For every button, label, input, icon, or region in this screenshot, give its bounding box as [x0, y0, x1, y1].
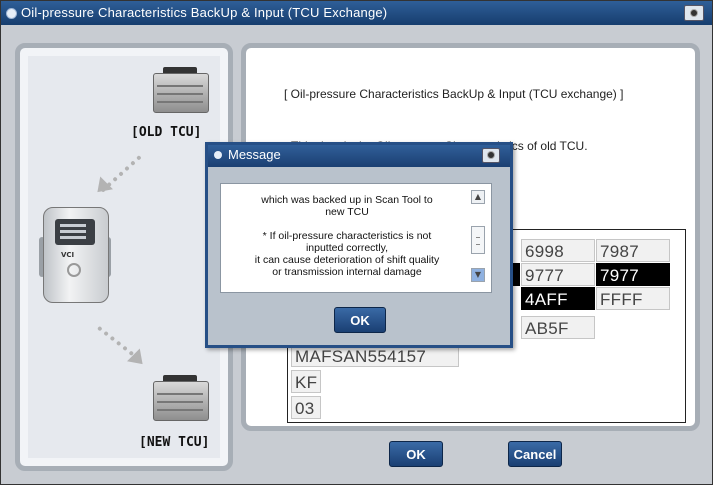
message-line: it can cause deterioration of shift qual…: [254, 254, 440, 266]
dialog-title: Message: [228, 147, 281, 162]
vci-label: VCI: [61, 251, 75, 259]
screenshot-camera-icon[interactable]: [482, 148, 500, 163]
screenshot-camera-icon[interactable]: [684, 5, 704, 21]
window-titlebar[interactable]: Oil-pressure Characteristics BackUp & In…: [1, 1, 712, 25]
dialog-ok-button[interactable]: OK: [334, 307, 386, 333]
data-cell: 7987: [596, 239, 670, 262]
message-dialog: Message which was backed up in Scan Tool…: [205, 142, 513, 348]
dialog-titlebar[interactable]: Message: [208, 145, 510, 167]
message-text: which was backed up in Scan Tool to new …: [227, 194, 467, 278]
window-menu-icon[interactable]: [6, 8, 17, 19]
data-cell-selected: 4AFF: [521, 287, 595, 310]
data-cell: AB5F: [521, 316, 595, 339]
new-tcu-label: [NEW TCU]: [139, 435, 210, 450]
message-line: inputted correctly,: [305, 242, 389, 254]
data-cell: FFFF: [596, 287, 670, 310]
message-line: which was backed up in Scan Tool to: [261, 194, 433, 206]
cancel-button[interactable]: Cancel: [508, 441, 562, 467]
scroll-down-arrow-icon[interactable]: ▼: [471, 268, 485, 282]
data-cell: 9777: [521, 263, 595, 286]
old-tcu-icon: [149, 67, 211, 113]
dialog-menu-icon[interactable]: [214, 151, 222, 159]
message-line: * If oil-pressure characteristics is not: [262, 230, 432, 242]
message-line: or transmission internal damage: [272, 266, 422, 278]
ok-button[interactable]: OK: [389, 441, 443, 467]
data-cell-selected: 7977: [596, 263, 670, 286]
page-heading: [ Oil-pressure Characteristics BackUp & …: [284, 87, 624, 101]
code-cell: 03: [291, 396, 321, 419]
new-tcu-icon: [149, 375, 211, 421]
data-cell-highlight: [512, 263, 520, 286]
old-tcu-label: [OLD TCU]: [131, 125, 202, 140]
scroll-up-arrow-icon[interactable]: ▲: [471, 190, 485, 204]
message-scrollbar[interactable]: ▲ ▼: [471, 190, 485, 282]
message-line: new TCU: [325, 206, 369, 218]
scroll-thumb[interactable]: [471, 226, 485, 254]
data-cell: 6998: [521, 239, 595, 262]
message-text-area[interactable]: which was backed up in Scan Tool to new …: [220, 183, 492, 293]
vci-device-icon: VCI: [39, 207, 111, 303]
tcu-exchange-diagram: [15, 43, 233, 471]
window-title: Oil-pressure Characteristics BackUp & In…: [21, 5, 388, 20]
code-cell: KF: [291, 370, 321, 393]
